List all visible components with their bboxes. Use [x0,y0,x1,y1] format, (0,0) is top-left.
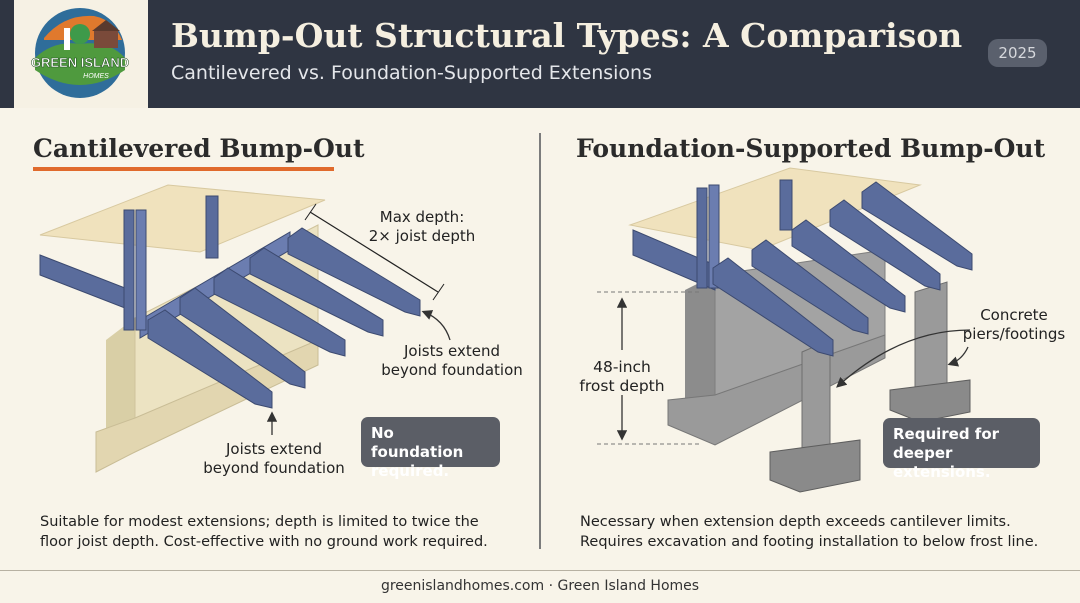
foundation-footing [95,339,319,473]
cantilever-diagram [39,184,451,473]
title-underline [33,167,334,171]
foundation-wall [106,318,135,452]
concrete-pier [801,339,831,463]
joist-3 [791,219,906,313]
page-title: Bump-Out Structural Types: A Comparison [171,16,963,55]
joist-3 [213,267,346,357]
joists-label-bottom: Joists extend beyond foundation [203,440,345,477]
pier-footing [889,379,971,423]
floor-deck [39,184,326,253]
foundation-diagram [597,167,973,493]
year-badge: 2025 [988,39,1047,67]
header-bar [0,0,1080,108]
frost-depth-label: 48-inch frost depth [579,358,665,395]
joist-arrow-right [421,310,451,341]
wall-stud [708,184,720,289]
logo-subtext: HOMES [83,73,109,80]
max-depth-dimension-line [309,211,439,293]
joist-5 [861,181,973,271]
logo-text: GREEN ISLAND [31,55,129,70]
footer-text: greenislandhomes.com · Green Island Home… [380,578,700,594]
joist-2 [179,287,306,389]
joist-1 [712,257,834,357]
green-island-logo-icon: GREEN ISLAND HOMES [31,8,129,98]
wall-stud [123,209,135,331]
foundation-footing [667,334,886,446]
cantilever-description: Suitable for modest extensions; depth is… [40,514,488,550]
wall-stud [779,179,793,231]
wall-stud [696,187,708,289]
joists-label-right: Joists extend beyond foundation [381,342,523,379]
page-subtitle: Cantilevered vs. Foundation-Supported Ex… [171,62,652,84]
logo: GREEN ISLAND HOMES [14,0,148,108]
pier-footing [769,439,861,493]
rim-joist [39,254,131,311]
max-depth-label: Max depth: 2× joist depth [368,208,476,245]
joist-5 [287,227,421,317]
foundation-wall [685,275,715,430]
joist-1 [147,309,273,409]
wall-stud [205,195,219,259]
joist-2 [751,239,869,335]
no-foundation-note: No foundation required. [361,417,500,480]
joist-4 [249,247,384,337]
rim-joist [632,229,716,291]
cantilever-title: Cantilevered Bump-Out [33,134,365,163]
foundation-title: Foundation-Supported Bump-Out [576,134,1046,163]
pier-arrow-left [836,329,971,388]
foundation-description: Necessary when extension depth exceeds c… [580,514,1039,550]
pier-arrow-right [947,346,969,367]
joist-4 [829,199,941,291]
piers-label: Concrete piers/footings [962,306,1066,343]
required-deeper-note: Required for deeper extensions. [883,418,1040,481]
footer-divider [0,570,1080,571]
wall-stud [135,209,147,331]
section-divider [539,133,541,549]
concrete-pier [914,281,948,399]
